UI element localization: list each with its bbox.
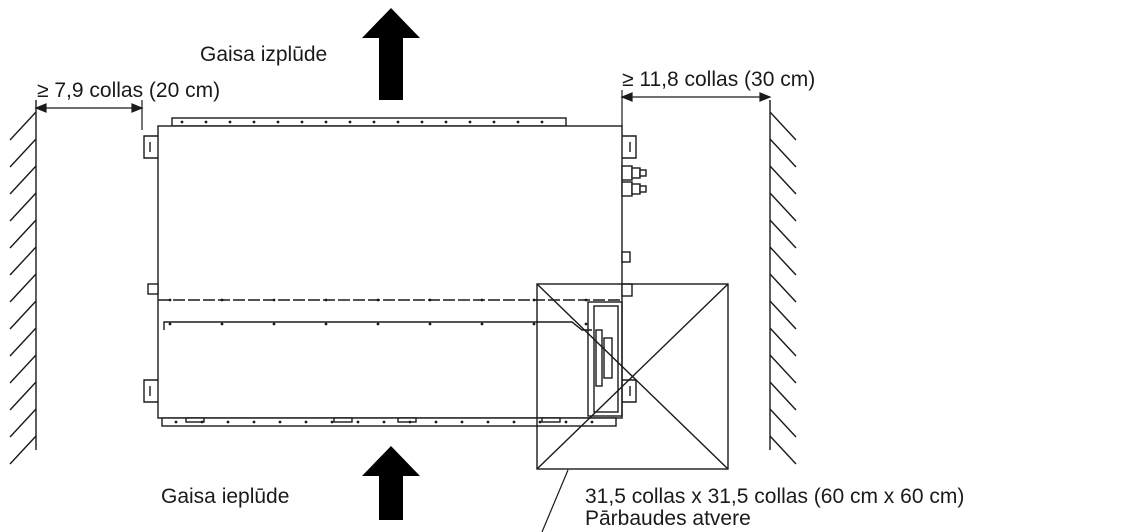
- rivet: [278, 420, 282, 424]
- wall-hatch-line: [9, 381, 37, 411]
- rivet: [420, 120, 424, 124]
- rivet: [330, 420, 334, 424]
- rivet: [324, 322, 328, 326]
- rivet: [324, 120, 328, 124]
- rivet: [376, 298, 380, 302]
- wall-hatch-line: [769, 111, 797, 141]
- access-size-label: 31,5 collas x 31,5 collas (60 cm x 60 cm…: [585, 485, 965, 508]
- wall-hatch-line: [9, 111, 37, 141]
- rivet: [226, 420, 230, 424]
- wall-hatch-line: [9, 192, 37, 222]
- rivet: [356, 420, 360, 424]
- wall-hatch-line: [769, 192, 797, 222]
- left-wall: [9, 100, 37, 465]
- rivet: [272, 298, 276, 302]
- right-clearance-label: ≥ 11,8 collas (30 cm): [622, 68, 816, 91]
- wall-hatch-line: [769, 354, 797, 384]
- rivet: [468, 120, 472, 124]
- access-leader-line: [541, 469, 569, 532]
- wall-hatch-line: [9, 327, 37, 357]
- indoor-unit: [143, 117, 647, 427]
- rivet: [444, 120, 448, 124]
- wall-hatch-line: [769, 138, 797, 168]
- rivet: [532, 298, 536, 302]
- wall-hatch-line: [9, 300, 37, 330]
- rivet: [180, 120, 184, 124]
- wall-hatch-line: [769, 435, 797, 465]
- rivet: [174, 420, 178, 424]
- air-inlet-arrow: [362, 446, 420, 520]
- rivet: [220, 298, 224, 302]
- wall-hatch-line: [769, 219, 797, 249]
- rivet: [480, 298, 484, 302]
- wall-hatch-line: [9, 354, 37, 384]
- rivet: [220, 322, 224, 326]
- rivet: [200, 420, 204, 424]
- rivet: [434, 420, 438, 424]
- rivet: [584, 298, 588, 302]
- rivet: [532, 322, 536, 326]
- wall-hatch-line: [769, 246, 797, 276]
- wall-hatch-line: [9, 408, 37, 438]
- left-clearance-dimension: [34, 100, 144, 130]
- rivet: [486, 420, 490, 424]
- rivet: [540, 120, 544, 124]
- rivet: [168, 322, 172, 326]
- rivet: [304, 420, 308, 424]
- rivet: [516, 120, 520, 124]
- access-name-label: Pārbaudes atvere: [585, 507, 751, 530]
- rivet: [324, 298, 328, 302]
- rivet: [252, 120, 256, 124]
- wall-hatch-line: [769, 300, 797, 330]
- air-outlet-arrow: [362, 8, 420, 100]
- access-opening: [536, 283, 729, 470]
- rivet: [348, 120, 352, 124]
- wall-hatch-line: [9, 138, 37, 168]
- wall-hatch-line: [769, 408, 797, 438]
- air-inlet-label: Gaisa ieplūde: [161, 485, 290, 508]
- wall-hatch-line: [9, 165, 37, 195]
- rivet: [300, 120, 304, 124]
- rivet: [276, 120, 280, 124]
- wall-hatch-line: [9, 246, 37, 276]
- rivet: [460, 420, 464, 424]
- wall-hatch-line: [769, 273, 797, 303]
- rivet: [372, 120, 376, 124]
- rivet: [252, 420, 256, 424]
- rivet: [204, 120, 208, 124]
- rivet: [584, 322, 588, 326]
- rivet: [480, 322, 484, 326]
- wall-hatch-line: [9, 435, 37, 465]
- wall-hatch-line: [769, 165, 797, 195]
- wall-hatch-line: [9, 273, 37, 303]
- right-wall: [769, 100, 797, 465]
- rivet: [168, 298, 172, 302]
- rivet: [382, 420, 386, 424]
- wall-hatch-line: [769, 327, 797, 357]
- air-outlet-label: Gaisa izplūde: [200, 43, 328, 66]
- rivet: [492, 120, 496, 124]
- rivet: [272, 322, 276, 326]
- rivet: [564, 420, 568, 424]
- rivet: [396, 120, 400, 124]
- rivet: [512, 420, 516, 424]
- rivet: [428, 322, 432, 326]
- wall-hatch-line: [769, 381, 797, 411]
- left-clearance-label: ≥ 7,9 collas (20 cm): [37, 79, 221, 102]
- wall-hatch-line: [9, 219, 37, 249]
- rivet: [428, 298, 432, 302]
- rivet: [590, 420, 594, 424]
- rivet: [408, 420, 412, 424]
- rivet: [376, 322, 380, 326]
- rivet: [228, 120, 232, 124]
- right-clearance-dimension: [620, 90, 772, 130]
- rivet: [538, 420, 542, 424]
